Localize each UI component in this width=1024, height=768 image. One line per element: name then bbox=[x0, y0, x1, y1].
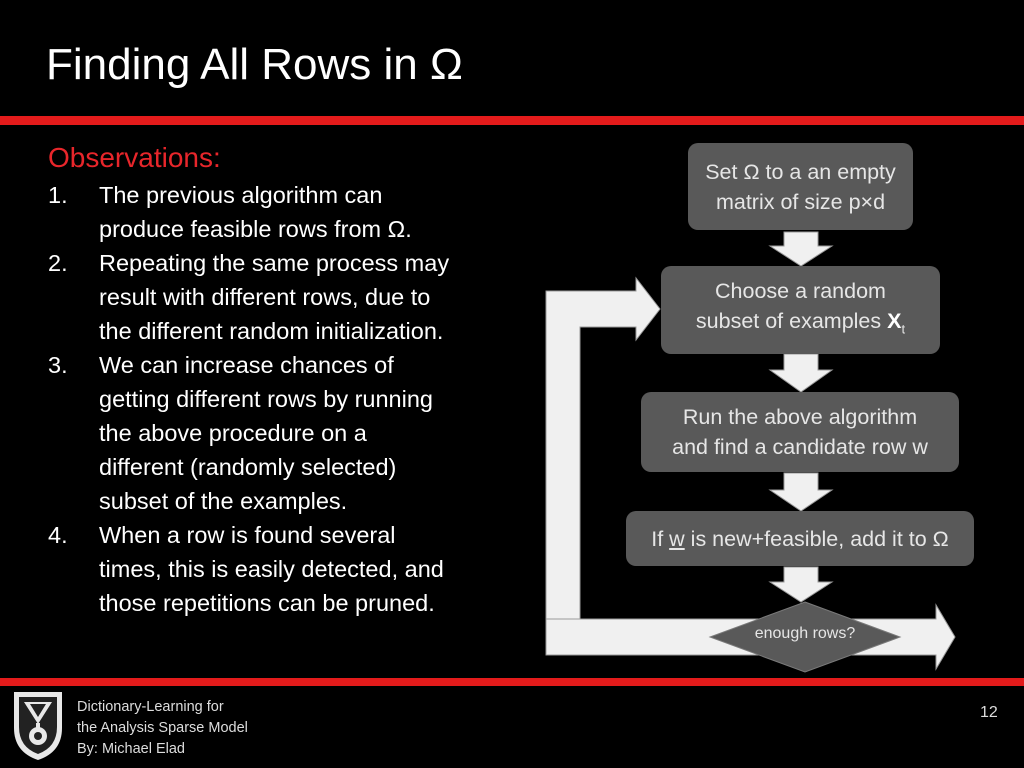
footer-line: By: Michael Elad bbox=[77, 741, 185, 757]
subset-variable: X bbox=[887, 308, 902, 333]
step-choose-line: subset of examples bbox=[695, 308, 888, 333]
footer-line: the Analysis Sparse Model bbox=[77, 720, 248, 736]
step-run-line: and find a candidate row w bbox=[672, 435, 928, 459]
step-init-line: Set Ω to a an empty bbox=[705, 159, 896, 184]
item-line: We can increase chances of bbox=[99, 352, 394, 378]
item-number: 2. bbox=[48, 250, 68, 276]
observations-heading: Observations: bbox=[48, 142, 221, 173]
step-run-algorithm-box: Run the above algorithm and find a candi… bbox=[641, 392, 959, 472]
subset-subscript: t bbox=[901, 321, 906, 337]
item-line: subset of the examples. bbox=[99, 488, 348, 514]
down-arrow bbox=[768, 353, 834, 393]
item-line: Repeating the same process may bbox=[99, 250, 450, 276]
item-line: produce feasible rows from Ω. bbox=[99, 216, 412, 242]
item-line: the above procedure on a bbox=[99, 420, 367, 446]
observations-list: 1. The previous algorithm can produce fe… bbox=[48, 178, 508, 620]
item-line: The previous algorithm can bbox=[99, 182, 383, 208]
item-number: 3. bbox=[48, 352, 68, 378]
decision-label: enough rows? bbox=[754, 625, 856, 642]
step-run-line: Run the above algorithm bbox=[682, 405, 918, 429]
step-choose-subset-box: Choose a random subset of examples Xt bbox=[661, 266, 940, 354]
item-line: the different random initialization. bbox=[99, 318, 444, 344]
step-add-prefix: If bbox=[651, 526, 670, 551]
item-line: result with different rows, due to bbox=[99, 284, 431, 310]
row-variable: w bbox=[669, 526, 685, 551]
observation-item: 1. The previous algorithm can produce fe… bbox=[48, 178, 508, 246]
decision-diamond bbox=[708, 601, 902, 673]
step-choose-line: Choose a random bbox=[715, 278, 886, 303]
step-init-box: Set Ω to a an empty matrix of size p×d bbox=[688, 143, 913, 230]
item-line: those repetitions can be pruned. bbox=[99, 590, 435, 616]
observation-item: 2. Repeating the same process may result… bbox=[48, 246, 508, 348]
observations-section: Observations: 1. The previous algorithm … bbox=[48, 142, 508, 620]
step-add-suffix: is new+feasible, add it to Ω bbox=[684, 526, 949, 551]
top-divider bbox=[0, 116, 1024, 125]
item-number: 1. bbox=[48, 182, 68, 208]
step-add-row-box: If w is new+feasible, add it to Ω bbox=[626, 511, 974, 566]
down-arrow bbox=[768, 566, 834, 603]
item-line: When a row is found several bbox=[99, 522, 396, 548]
slide-title: Finding All Rows in Ω bbox=[46, 40, 463, 89]
item-number: 4. bbox=[48, 522, 68, 548]
technion-logo-icon bbox=[14, 692, 62, 760]
item-line: different (randomly selected) bbox=[99, 454, 397, 480]
footer-line: Dictionary-Learning for bbox=[77, 699, 224, 715]
observation-item: 4. When a row is found several times, th… bbox=[48, 518, 508, 620]
item-line: times, this is easily detected, and bbox=[99, 556, 444, 582]
footer-credits: Dictionary-Learning for the Analysis Spa… bbox=[77, 697, 248, 760]
down-arrow bbox=[768, 472, 834, 512]
down-arrow bbox=[768, 231, 834, 267]
bottom-divider bbox=[0, 678, 1024, 686]
step-init-line: matrix of size p×d bbox=[715, 189, 886, 214]
page-number: 12 bbox=[980, 704, 998, 721]
observation-item: 3. We can increase chances of getting di… bbox=[48, 348, 508, 518]
item-line: getting different rows by running bbox=[99, 386, 433, 412]
